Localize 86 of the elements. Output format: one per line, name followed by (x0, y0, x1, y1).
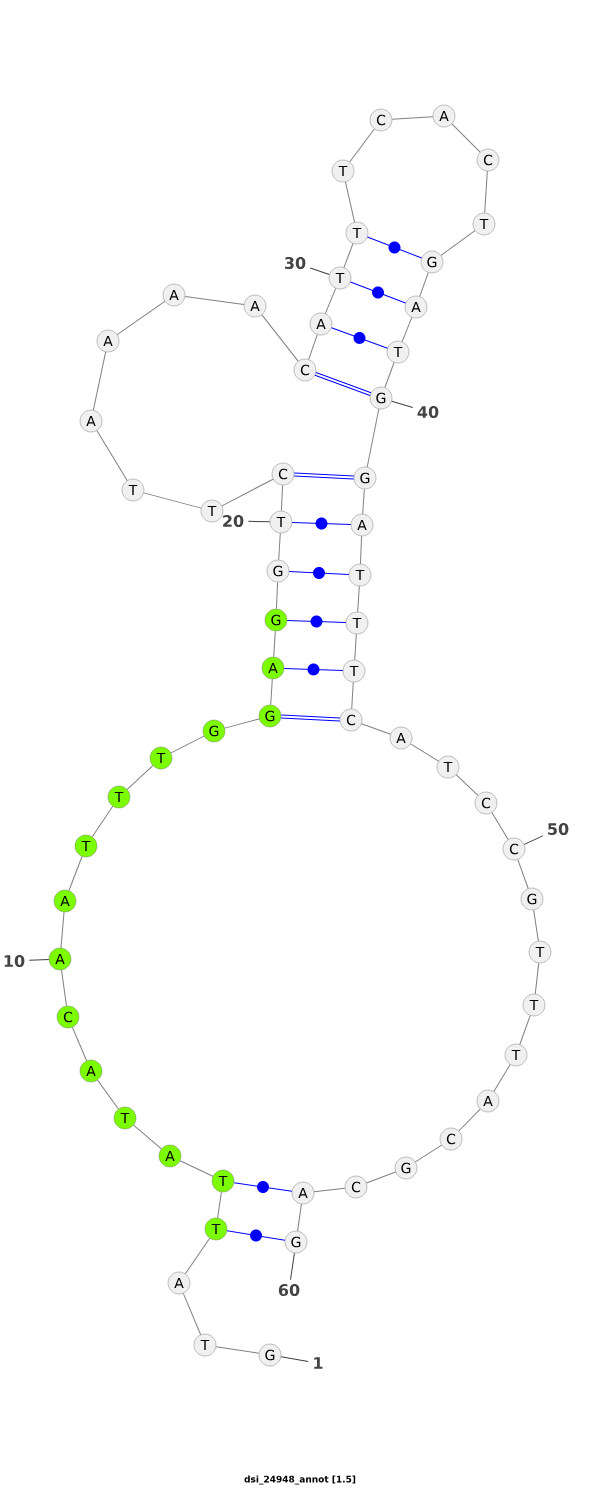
position-number: 30 (284, 256, 306, 270)
backbone-line (458, 1108, 481, 1132)
base-pair-line (291, 517, 352, 530)
backbone-line (366, 408, 380, 468)
backbone-line (351, 681, 354, 710)
base-pair-line (293, 472, 355, 480)
backbone-line (324, 287, 337, 315)
position-number: 40 (417, 405, 439, 419)
backbone-line (184, 1237, 211, 1275)
backbone-line (270, 678, 273, 706)
caption: dsi_24948_annot [1.5] (244, 1475, 356, 1485)
backbone-line (534, 962, 540, 995)
base-pair-line (286, 615, 347, 628)
backbone-line (91, 805, 114, 838)
backbone-line (96, 430, 128, 481)
leader-line (28, 959, 50, 961)
leader-line (280, 1356, 309, 1362)
backbone-line (440, 230, 476, 256)
backbone-line (92, 351, 107, 411)
backbone-line (143, 492, 202, 509)
backbone-line (410, 743, 439, 762)
backbone-line (414, 1144, 443, 1163)
backbone-line (384, 362, 395, 388)
backbone-line (361, 723, 391, 735)
base-pair-line (280, 714, 341, 722)
backbone-line (170, 735, 205, 754)
leader-line (523, 835, 544, 845)
backbone-line (179, 1160, 214, 1177)
backbone-line (344, 181, 356, 223)
position-number: 20 (223, 514, 244, 528)
base-pair-line (233, 1181, 293, 1193)
backbone-line (261, 314, 299, 362)
backbone-line (517, 859, 529, 889)
backbone-line (278, 532, 281, 561)
backbone-line (484, 170, 488, 214)
backbone-line (362, 488, 365, 515)
backbone-line (357, 585, 360, 613)
position-number: 50 (548, 822, 569, 836)
position-number: 1 (314, 1357, 323, 1369)
leader-line (391, 400, 414, 408)
backbone-line (365, 1171, 397, 1184)
base-pair-line (349, 281, 407, 304)
base-pair-line (226, 1229, 286, 1242)
backbone-line (451, 123, 481, 153)
backbone-line (61, 969, 67, 1007)
backbone-line (71, 1026, 88, 1062)
backbone-line (224, 718, 260, 729)
backbone-line (308, 334, 318, 360)
base-pair-line (288, 567, 350, 579)
base-pair-line (331, 327, 388, 349)
backbone-line (491, 812, 509, 840)
backbone-line (401, 316, 413, 343)
backbone-line (68, 856, 83, 892)
backbone-line (297, 1203, 302, 1232)
backbone-line (391, 116, 434, 120)
base-pair-line (314, 372, 372, 396)
backbone-line (133, 1124, 162, 1150)
backbone-line (280, 484, 284, 512)
base-pair-line (283, 663, 344, 676)
backbone-line (343, 243, 354, 269)
backbone-line (359, 535, 363, 565)
backbone-line (519, 1015, 531, 1045)
backbone-line (533, 909, 539, 942)
leader-line (247, 520, 271, 523)
backbone-line (273, 630, 276, 658)
backbone-line (221, 478, 274, 507)
backbone-line (60, 911, 65, 949)
leader-line (290, 1252, 295, 1281)
backbone-line (275, 581, 279, 610)
backbone-line (354, 633, 357, 661)
base-pair-line (366, 236, 423, 259)
backbone-line (455, 774, 479, 796)
backbone-line (217, 1191, 222, 1219)
backbone-line (97, 1079, 119, 1110)
backbone-line (182, 1292, 202, 1336)
backbone-line (349, 128, 375, 163)
backbone-line (419, 272, 429, 297)
position-number: 60 (278, 1283, 300, 1297)
backbone-line (184, 296, 245, 305)
leader-line (309, 267, 330, 275)
backbone-line (215, 1346, 260, 1354)
backbone-line (493, 1064, 511, 1092)
backbone-line (126, 765, 154, 790)
position-number: 10 (4, 954, 25, 968)
backbone-line (116, 300, 166, 336)
backbone-line (313, 1187, 346, 1193)
